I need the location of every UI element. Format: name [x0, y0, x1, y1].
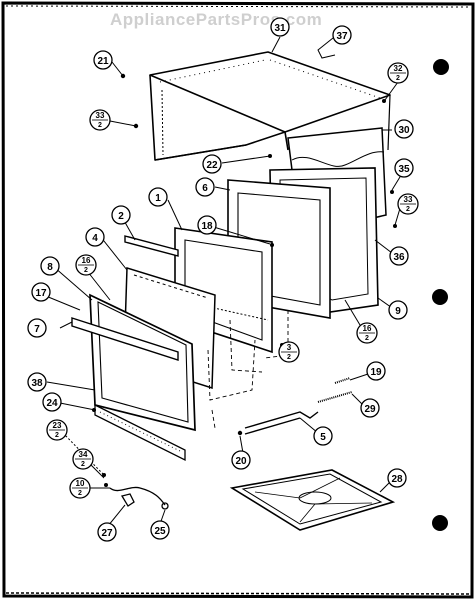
svg-text:2: 2 [81, 461, 85, 468]
callout-8: 8 [40, 256, 60, 276]
svg-text:2: 2 [98, 122, 102, 129]
outer-door [71, 293, 196, 462]
callout-3-2: 32 [278, 341, 300, 363]
callout-36: 36 [389, 246, 409, 266]
svg-text:19: 19 [370, 367, 382, 378]
svg-text:21: 21 [97, 56, 109, 67]
callout-16-2-right: 162 [356, 322, 378, 344]
svg-text:2: 2 [287, 354, 291, 361]
svg-text:22: 22 [206, 160, 218, 171]
binder-hole [432, 289, 448, 305]
svg-text:2: 2 [365, 335, 369, 342]
svg-text:33: 33 [404, 195, 413, 204]
svg-text:28: 28 [391, 474, 403, 485]
svg-text:2: 2 [55, 432, 59, 439]
svg-text:2: 2 [406, 206, 410, 213]
svg-text:5: 5 [320, 432, 326, 443]
spring-parts [317, 377, 353, 403]
leader-lines [40, 36, 404, 527]
callout-33-2-upper: 332 [89, 109, 111, 131]
svg-text:35: 35 [398, 164, 410, 175]
callout-2: 2 [111, 205, 131, 225]
svg-text:36: 36 [393, 252, 405, 263]
binder-hole [432, 515, 448, 531]
svg-text:30: 30 [398, 125, 410, 136]
callout-29: 29 [360, 398, 380, 418]
callout-35: 35 [394, 158, 414, 178]
svg-text:6: 6 [202, 183, 208, 194]
bottom-tray [229, 469, 396, 531]
callout-23-2: 232 [46, 419, 68, 441]
callout-6: 6 [195, 177, 215, 197]
svg-text:24: 24 [46, 398, 58, 409]
svg-text:18: 18 [201, 221, 213, 232]
callout-9: 9 [388, 300, 408, 320]
svg-text:2: 2 [84, 267, 88, 274]
callout-10-2: 102 [69, 477, 91, 499]
svg-text:2: 2 [118, 211, 124, 222]
callout-22: 22 [202, 154, 222, 174]
svg-text:9: 9 [395, 306, 401, 317]
callout-37: 37 [332, 25, 352, 45]
callout-18: 18 [197, 215, 217, 235]
svg-text:2: 2 [78, 490, 82, 497]
binder-hole [433, 59, 449, 75]
svg-text:38: 38 [31, 378, 43, 389]
svg-text:25: 25 [154, 526, 166, 537]
callout-34-2: 342 [72, 448, 94, 470]
svg-text:27: 27 [101, 528, 113, 539]
svg-text:37: 37 [336, 31, 348, 42]
rail-2 [124, 235, 179, 257]
callout-5: 5 [313, 426, 333, 446]
screw-20 [237, 430, 243, 436]
svg-text:10: 10 [76, 479, 85, 488]
element-rod [244, 411, 319, 435]
callout-31: 31 [270, 17, 290, 37]
callout-24: 24 [42, 392, 62, 412]
callout-19: 19 [366, 361, 386, 381]
callout-1: 1 [148, 187, 168, 207]
svg-text:17: 17 [35, 288, 47, 299]
svg-text:16: 16 [363, 324, 372, 333]
cabinet-wrapper [149, 51, 391, 161]
callout-16-2-left: 162 [75, 254, 97, 276]
callout-21: 21 [93, 50, 113, 70]
svg-text:20: 20 [235, 456, 247, 467]
callout-7: 7 [27, 318, 47, 338]
callout-30: 30 [394, 119, 414, 139]
svg-text:7: 7 [34, 324, 40, 335]
callout-28: 28 [387, 468, 407, 488]
svg-text:31: 31 [274, 23, 286, 34]
callout-20: 20 [231, 450, 251, 470]
callout-32-2: 322 [387, 62, 409, 84]
svg-text:34: 34 [79, 450, 88, 459]
callout-17: 17 [31, 282, 51, 302]
callout-4: 4 [85, 227, 105, 247]
svg-text:3: 3 [287, 343, 292, 352]
callout-38: 38 [27, 372, 47, 392]
svg-text:4: 4 [92, 233, 98, 244]
wire-assembly [109, 486, 169, 510]
callout-27: 27 [97, 522, 117, 542]
svg-text:33: 33 [96, 111, 105, 120]
svg-text:32: 32 [394, 64, 403, 73]
svg-text:29: 29 [364, 404, 376, 415]
svg-text:23: 23 [53, 421, 62, 430]
fastener-dots [92, 73, 397, 487]
callout-25: 25 [150, 520, 170, 540]
svg-text:8: 8 [47, 262, 53, 273]
svg-text:16: 16 [82, 256, 91, 265]
svg-text:2: 2 [396, 75, 400, 82]
svg-text:1: 1 [155, 193, 161, 204]
watermark: AppliancePartsPros.com [110, 10, 322, 29]
callout-33-2-lower: 332 [397, 193, 419, 215]
